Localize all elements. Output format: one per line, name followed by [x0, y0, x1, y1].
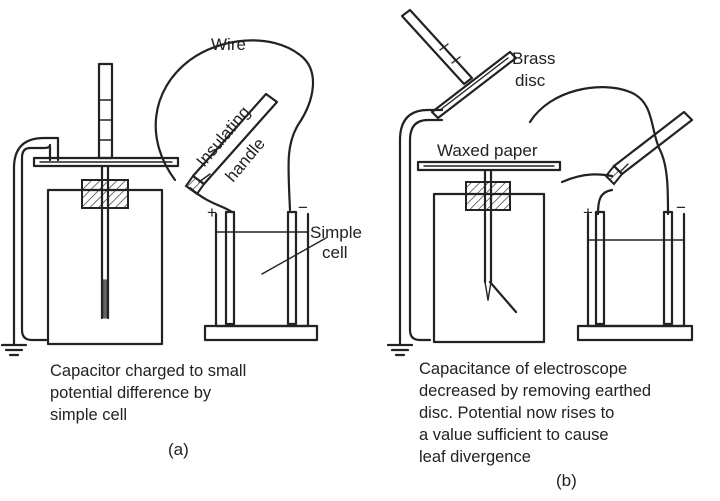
vertical-handle-a — [97, 62, 114, 160]
connecting-wire-b — [528, 86, 670, 216]
electroscope-case-a — [46, 188, 164, 346]
insulating-stopper-b — [465, 181, 511, 211]
diverged-leaf — [488, 280, 518, 314]
earth-symbol-b — [386, 343, 414, 357]
earth-symbol-a — [0, 343, 28, 357]
insulating-handle-b — [604, 110, 694, 186]
caption-b-line-3: disc. Potential now rises to — [419, 404, 614, 422]
electroscope-case-b — [432, 192, 546, 344]
plus-terminal-b: + — [583, 203, 593, 222]
brass-disc-b — [430, 50, 518, 120]
panel-b-tag: (b) — [556, 471, 577, 490]
slanted-handle-b — [400, 8, 474, 86]
minus-terminal-a: − — [298, 198, 308, 217]
electroscope-rod-a — [100, 164, 110, 320]
wire-label: Wire — [211, 35, 246, 54]
caption-b-line-4: a value sufficient to cause — [419, 426, 609, 444]
caption-a-line-2: potential difference by — [50, 384, 212, 402]
earth-connection-a — [0, 136, 60, 357]
disc-label: disc — [515, 71, 546, 90]
cell-label: cell — [322, 243, 348, 262]
brass-label: Brass — [512, 49, 555, 68]
simple-cell-a — [203, 210, 327, 342]
caption-b-line-2: decreased by removing earthed — [419, 382, 651, 400]
simple-label: Simple — [310, 223, 362, 242]
waxed-paper-label: Waxed paper — [437, 141, 538, 160]
connecting-wire-a — [154, 39, 314, 212]
brass-disc-a — [32, 156, 180, 168]
panel-b: Brass disc Waxed paper + − Capacitance o… — [386, 8, 694, 490]
panel-a-tag: (a) — [168, 440, 189, 459]
minus-terminal-b: − — [676, 198, 686, 217]
simple-cell-b — [576, 210, 694, 342]
electroscope-rod-b — [483, 168, 518, 314]
panel-a: Wire Insulating handle Simple cell + − C… — [0, 35, 362, 459]
caption-a-line-3: simple cell — [50, 406, 127, 424]
plus-terminal-a: + — [207, 203, 217, 222]
caption-b-line-5: leaf divergence — [419, 448, 531, 466]
insulating-handle-a — [184, 92, 279, 196]
insulating-stopper-a — [81, 179, 129, 209]
caption-b-line-1: Capacitance of electroscope — [419, 360, 627, 378]
caption-a-line-1: Capacitor charged to small — [50, 362, 246, 380]
waxed-paper-disc-b — [416, 160, 562, 172]
earth-connection-b — [386, 108, 444, 357]
